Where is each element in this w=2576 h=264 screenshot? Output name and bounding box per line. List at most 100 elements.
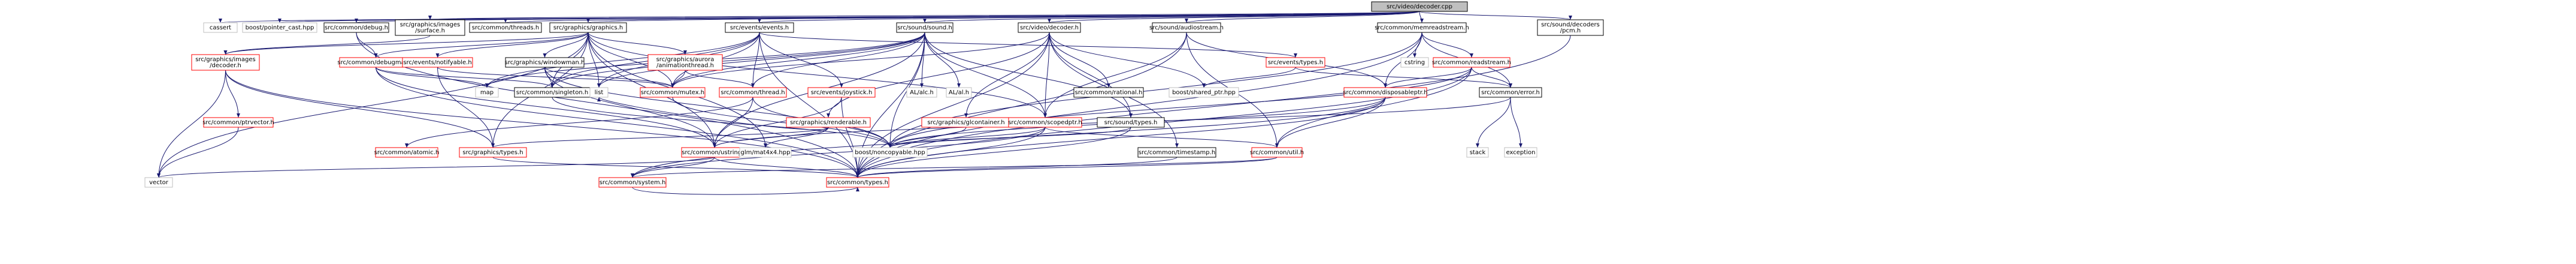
node-box — [1377, 22, 1467, 33]
node-images-decoder-h[interactable]: src/graphics/images/decoder.h — [191, 54, 260, 71]
edge-graphics-h-to-scopedptr-h — [588, 32, 1046, 118]
node-graphics-h[interactable]: src/graphics/graphics.h — [549, 22, 627, 33]
node-label: /pcm.h — [1560, 28, 1581, 34]
node-label: AL/al.h — [949, 89, 969, 96]
node-noncopyable: boost/noncopyable.hpp — [852, 147, 928, 158]
edge-graphics-h-to-mutex-h — [588, 32, 673, 88]
node-ptrvector-h[interactable]: src/common/ptrvector.h — [202, 117, 274, 128]
edge-windowman-h-to-ustring-h — [544, 67, 715, 148]
node-sound-types-h[interactable]: src/sound/types.h — [1097, 117, 1165, 128]
node-box — [1466, 147, 1489, 158]
node-label: /decoder.h — [210, 62, 241, 69]
node-box — [1251, 147, 1303, 158]
node-common-thread-h[interactable]: src/common/thread.h — [719, 87, 787, 98]
node-renderable-h[interactable]: src/graphics/renderable.h — [786, 117, 871, 128]
node-label: boost/pointer_cast.hpp — [246, 25, 314, 31]
node-pcm-h[interactable]: src/sound/decoders/pcm.h — [1537, 19, 1604, 36]
edge-root-to-gfx-images-surface — [429, 11, 1420, 20]
edge-error-h-to-stack — [1477, 97, 1511, 148]
edge-arrowhead — [504, 19, 507, 23]
node-root[interactable]: src/video/decoder.cpp — [1371, 1, 1468, 12]
node-threads-h[interactable]: src/common/threads.h — [469, 22, 542, 33]
node-glcontainer-h[interactable]: src/graphics/glcontainer.h — [921, 117, 1011, 128]
edge-sound-types-h-to-types-h — [857, 127, 1131, 178]
node-events-h[interactable]: src/events/events.h — [725, 22, 794, 33]
edge-debugman-h-to-map — [376, 67, 488, 88]
edge-root-to-events-h — [759, 11, 1420, 23]
node-events-types-h[interactable]: src/events/types.h — [1266, 57, 1325, 68]
node-types-h[interactable]: src/common/types.h — [826, 177, 889, 188]
node-label: src/common/thread.h — [721, 89, 785, 96]
node-label: /surface.h — [415, 28, 445, 34]
edge-arrowhead — [355, 19, 358, 23]
node-rational-h[interactable]: src/common/rational.h — [1073, 87, 1144, 98]
node-box — [402, 57, 473, 68]
node-box — [203, 117, 274, 128]
node-box — [469, 22, 542, 33]
edge-arrowhead — [597, 83, 601, 88]
node-al-al: AL/al.h — [946, 87, 972, 98]
node-box — [1018, 22, 1081, 33]
node-label: src/events/notifyable.h — [403, 59, 471, 66]
edge-singleton-h-to-noncopyable — [552, 97, 891, 148]
node-singleton-h[interactable]: src/common/singleton.h — [514, 87, 591, 98]
edge-gfx-images-surface-to-images-decoder-h — [225, 35, 431, 55]
node-mutex-h[interactable]: src/common/mutex.h — [640, 87, 706, 98]
edge-memreadstream-h-to-readstream-h — [1421, 32, 1472, 58]
edge-disposableptr-h-to-types-h — [857, 97, 1386, 178]
edge-video-decoder-h-to-glcontainer-h — [965, 32, 1050, 118]
edge-video-decoder-h-to-shared-ptr — [1049, 32, 1204, 88]
edge-arrowhead — [405, 143, 408, 148]
node-label: src/common/mutex.h — [641, 89, 704, 96]
node-windowman-h[interactable]: src/graphics/windowman.h — [505, 57, 585, 68]
node-label: src/common/system.h — [600, 179, 666, 186]
node-label: src/common/debug.h — [325, 25, 388, 31]
node-joystick-h[interactable]: src/events/joystick.h — [807, 87, 876, 98]
node-glm-mat4x4: glm/mat4x4.hpp — [739, 147, 792, 158]
node-label: exception — [1506, 149, 1536, 156]
node-audiostream-h[interactable]: src/sound/audiostream.h — [1149, 22, 1224, 33]
node-sound-h[interactable]: src/sound/sound.h — [896, 22, 953, 33]
node-exception: exception — [1504, 147, 1537, 158]
edge-arrowhead — [219, 19, 222, 23]
edge-arrowhead — [1384, 83, 1387, 88]
edge-arrowhead — [1519, 143, 1522, 148]
node-notifyable-h[interactable]: src/events/notifyable.h — [402, 57, 473, 68]
node-util-h[interactable]: src/common/util.h — [1250, 147, 1304, 158]
edge-sound-h-to-common-thread-h — [752, 32, 925, 88]
node-timestamp-h[interactable]: src/common/timestamp.h — [1137, 147, 1216, 158]
node-disposableptr-h[interactable]: src/common/disposableptr.h — [1343, 87, 1428, 98]
node-atomic-h[interactable]: src/common/atomic.h — [374, 147, 440, 158]
node-label: vector — [149, 179, 169, 186]
node-label: src/events/types.h — [1268, 59, 1323, 66]
node-gfx-images-surface[interactable]: src/graphics/images/surface.h — [395, 19, 465, 36]
node-system-h[interactable]: src/common/system.h — [598, 177, 667, 188]
node-error-h[interactable]: src/common/error.h — [1479, 87, 1542, 98]
node-label: src/events/joystick.h — [811, 89, 873, 96]
node-debug-h[interactable]: src/common/debug.h — [323, 22, 389, 33]
edge-sound-h-to-singleton-h — [552, 32, 925, 88]
node-label: src/common/disposableptr.h — [1343, 89, 1427, 96]
node-box — [395, 19, 465, 36]
node-video-decoder-h[interactable]: src/video/decoder.h — [1018, 22, 1081, 33]
node-gfx-types-h[interactable]: src/graphics/types.h — [459, 147, 527, 158]
node-label: stack — [1470, 149, 1486, 156]
node-readstream-h[interactable]: src/common/readstream.h — [1432, 57, 1511, 68]
node-box — [589, 87, 609, 98]
node-cassert: cassert — [203, 22, 238, 33]
edge-arrowhead — [1470, 53, 1473, 58]
node-label: src/graphics/types.h — [462, 149, 523, 156]
edge-arrowhead — [491, 143, 495, 148]
node-box — [826, 177, 889, 188]
edge-arrowhead — [485, 83, 489, 88]
node-label: src/common/rational.h — [1075, 89, 1143, 96]
node-memreadstream-h[interactable]: src/common/memreadstream.h — [1375, 22, 1469, 33]
node-box — [1152, 22, 1221, 33]
node-list: list — [589, 87, 609, 98]
node-box — [1433, 57, 1511, 68]
edge-sound-h-to-list — [598, 32, 925, 88]
node-ustring-h[interactable]: src/common/ustring.h — [681, 147, 748, 158]
node-scopedptr-h[interactable]: src/common/scopedptr.h — [1008, 117, 1082, 128]
edge-debugman-h-to-singleton-h — [376, 67, 553, 88]
node-animthread-h[interactable]: src/graphics/aurora/animationthread.h — [647, 54, 723, 71]
